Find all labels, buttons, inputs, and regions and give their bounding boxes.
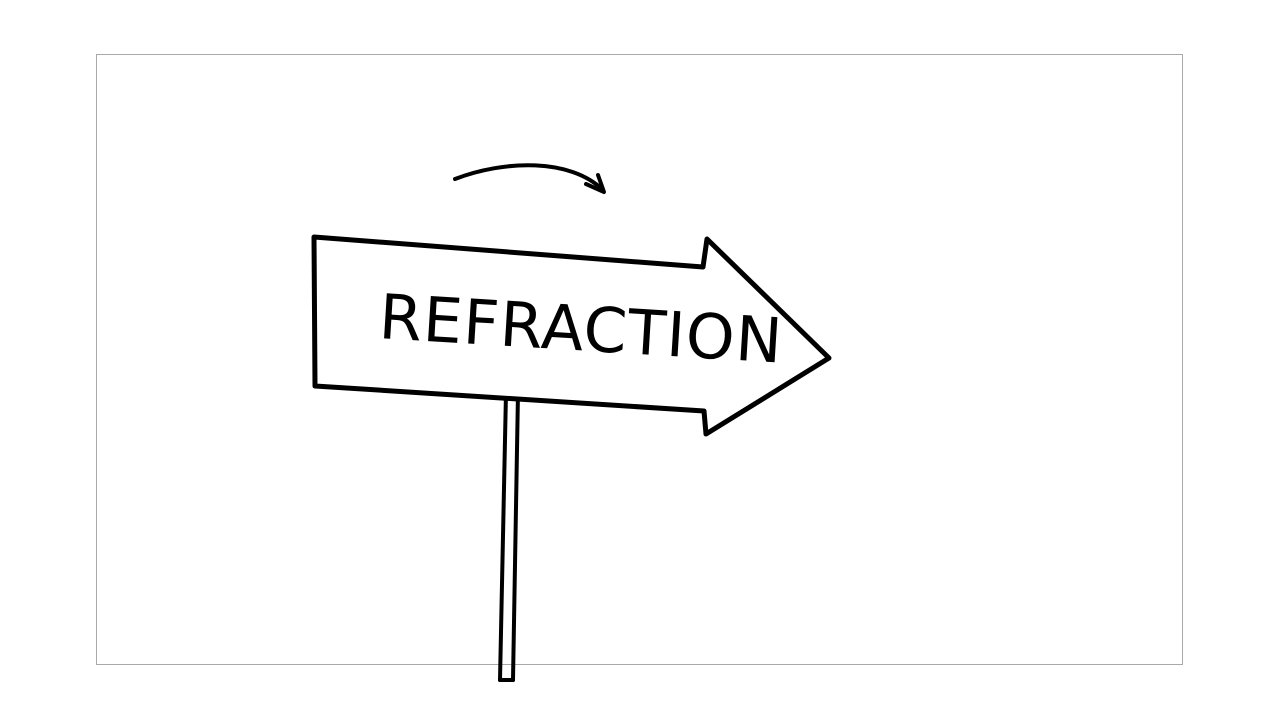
arrow-sign-board [311,234,832,437]
curved-arrow-icon [453,163,606,194]
canvas-frame [96,54,1183,665]
sign-pole [498,390,520,682]
